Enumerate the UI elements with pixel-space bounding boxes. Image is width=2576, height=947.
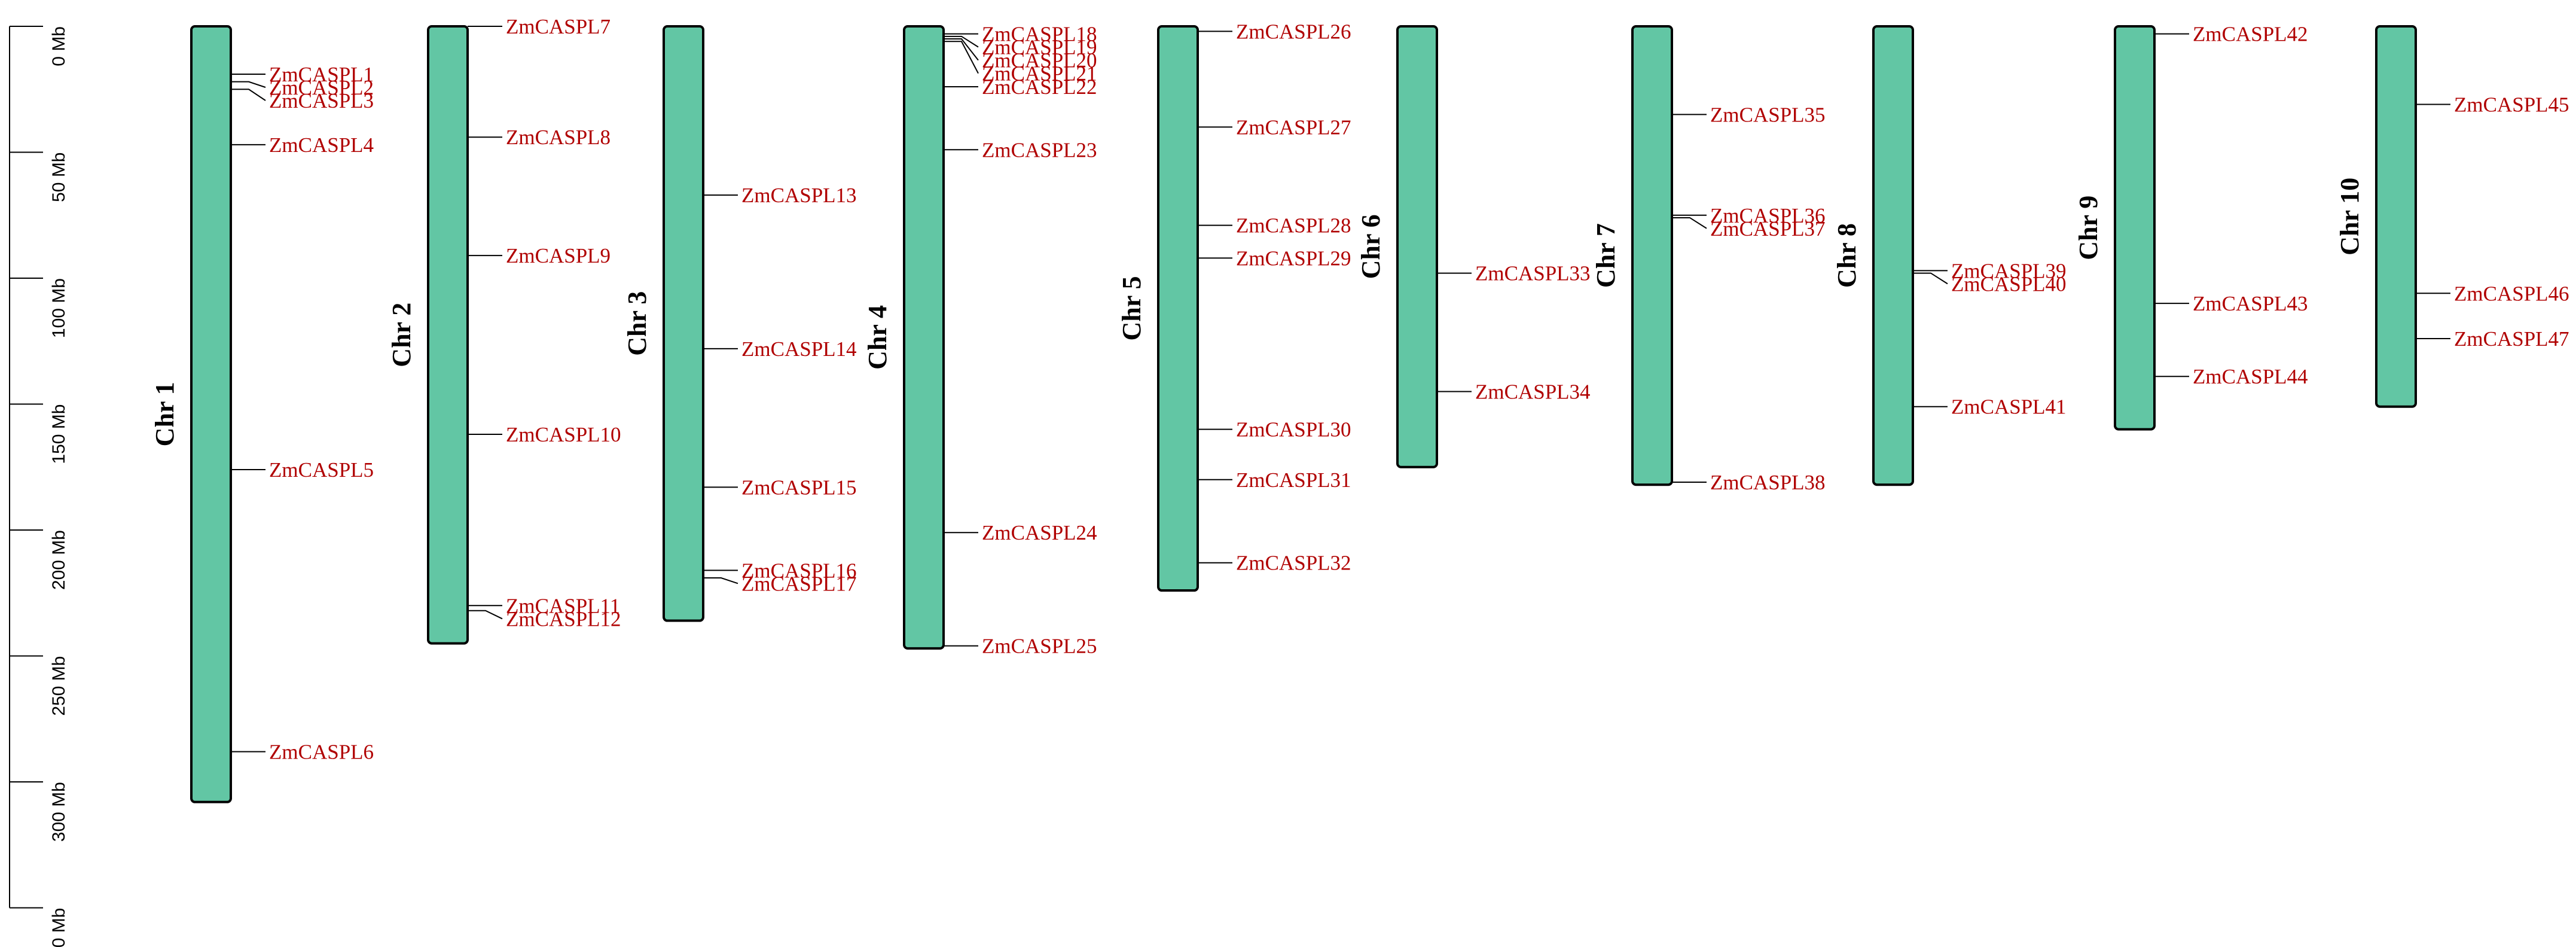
chromosome-label: Chr 2	[387, 303, 416, 367]
gene-label: ZmCASPL39	[1951, 259, 2067, 282]
gene-label: ZmCASPL21	[982, 62, 1097, 86]
gene-label: ZmCASPL6	[269, 740, 374, 763]
gene-label: ZmCASPL46	[2454, 282, 2569, 305]
gene-label: ZmCASPL7	[506, 15, 611, 38]
gene-label: ZmCASPL45	[2454, 93, 2569, 117]
gene-label: ZmCASPL33	[1475, 262, 1591, 285]
chromosome-label: Chr 7	[1591, 223, 1620, 288]
gene-label: ZmCASPL13	[741, 184, 857, 207]
gene-label: ZmCASPL17	[741, 572, 857, 595]
chromosome-7: Chr 7 ZmCASPL35ZmCASPL36ZmCASPL37ZmCASPL3…	[1591, 25, 1826, 494]
gene-link-line	[944, 41, 979, 74]
chromosome-5: Chr 5 ZmCASPL26ZmCASPL27ZmCASPL28ZmCASPL2…	[1117, 20, 1351, 592]
axis-tick-label: 150 Mb	[49, 404, 69, 464]
chromosome-bar	[2375, 25, 2417, 408]
gene-label: ZmCASPL1	[269, 63, 374, 86]
gene-label: ZmCASPL10	[506, 423, 621, 446]
gene-label: ZmCASPL32	[1236, 552, 1351, 575]
gene-label: ZmCASPL26	[1236, 20, 1351, 43]
gene-label: ZmCASPL40	[1951, 272, 2067, 296]
chromosomes: Chr 1ZmCASPL1ZmCASPL2ZmCASPL3ZmCASPL4ZmC…	[150, 15, 2569, 803]
gene-label: ZmCASPL22	[982, 75, 1097, 99]
gene-label: ZmCASPL15	[741, 476, 857, 499]
gene-label: ZmCASPL11	[506, 594, 620, 617]
chromosome-2: Chr 2 ZmCASPL7ZmCASPL8ZmCASPL9ZmCASPL10Zm…	[387, 15, 621, 645]
gene-label: ZmCASPL5	[269, 458, 374, 482]
gene-label: ZmCASPL36	[1710, 204, 1826, 227]
gene-label: ZmCASPL44	[2193, 365, 2308, 388]
gene-link-line	[944, 38, 979, 61]
gene-label: ZmCASPL35	[1710, 103, 1826, 126]
gene-link-line	[1913, 272, 1948, 285]
chromosome-1: Chr 1 ZmCASPL1ZmCASPL2ZmCASPL3ZmCASPL4ZmC…	[150, 25, 374, 803]
chromosome-label: Chr 4	[863, 305, 892, 370]
gene-label: ZmCASPL14	[741, 337, 857, 361]
gene-label: ZmCASPL41	[1951, 395, 2067, 419]
gene-label: ZmCASPL24	[982, 521, 1097, 544]
gene-label: ZmCASPL16	[741, 559, 857, 582]
chromosome-label: Chr 6	[1356, 214, 1385, 279]
axis-tick-label: 250 Mb	[49, 656, 69, 716]
gene-label: ZmCASPL43	[2193, 292, 2308, 315]
axis-tick-label: 100 Mb	[49, 278, 69, 338]
gene-label: ZmCASPL38	[1710, 471, 1826, 494]
chromosome-label: Chr 3	[622, 291, 652, 356]
gene-label: ZmCASPL3	[269, 89, 374, 112]
gene-link-line	[944, 35, 979, 48]
axis-tick-label: 200 Mb	[49, 530, 69, 590]
gene-label: ZmCASPL20	[982, 49, 1097, 72]
gene-link-line	[468, 610, 503, 620]
chromosome-label: Chr 1	[150, 382, 179, 446]
gene-label: ZmCASPL8	[506, 126, 611, 149]
gene-label: ZmCASPL28	[1236, 214, 1351, 237]
chromosome-label: Chr 8	[1832, 223, 1861, 288]
gene-label: ZmCASPL2	[269, 76, 374, 99]
chromosome-label: Chr 5	[1117, 276, 1146, 341]
gene-label: ZmCASPL18	[982, 23, 1097, 46]
gene-label: ZmCASPL30	[1236, 418, 1351, 441]
chromosome-bar	[2114, 25, 2156, 431]
chromosome-label: Chr 10	[2335, 178, 2364, 255]
chromosome-4: Chr 4ZmCASPL18ZmCASPL19ZmCASPL20ZmCASPL2…	[863, 23, 1097, 658]
gene-label: ZmCASPL27	[1236, 115, 1351, 139]
gene-label: ZmCASPL47	[2454, 327, 2569, 351]
chromosome-bar	[1396, 25, 1438, 468]
gene-label: ZmCASPL42	[2193, 23, 2308, 46]
gene-label: ZmCASPL29	[1236, 246, 1351, 270]
gene-label: ZmCASPL12	[506, 607, 621, 631]
gene-link-line	[703, 577, 738, 584]
gene-label: ZmCASPL23	[982, 138, 1097, 162]
gene-label: ZmCASPL31	[1236, 468, 1351, 492]
chromosome-bar	[1872, 25, 1914, 486]
chromosome-bar	[427, 25, 469, 645]
axis-tick-label: 0 Mb	[49, 26, 69, 66]
axis-tick-label: 300 Mb	[49, 782, 69, 842]
gene-link-line	[1672, 217, 1707, 229]
gene-label: ZmCASPL19	[982, 36, 1097, 59]
chromosome-3: Chr 3 ZmCASPL13ZmCASPL14ZmCASPL15ZmCASPL1…	[622, 25, 857, 622]
gene-label: ZmCASPL4	[269, 133, 374, 157]
scale-axis: 0 Mb 50 Mb 100 Mb 150 Mb 200 Mb 250 Mb 300 Mb 3…	[9, 26, 69, 947]
chromosome-bar	[190, 25, 232, 803]
chromosome-bar	[663, 25, 704, 622]
chromosome-label: Chr 9	[2074, 196, 2103, 260]
gene-label: ZmCASPL37	[1710, 217, 1826, 240]
gene-label: ZmCASPL25	[982, 635, 1097, 658]
axis-tick-label: 50 Mb	[49, 153, 69, 202]
gene-label: ZmCASPL34	[1475, 380, 1591, 403]
chromosome-bar	[1157, 25, 1199, 592]
chromosome-bar	[1631, 25, 1673, 486]
axis-tick-label: 350 Mb	[49, 908, 69, 947]
gene-link-line	[231, 89, 266, 101]
gene-label: ZmCASPL9	[506, 244, 611, 267]
gene-link-line	[231, 81, 266, 88]
chromosome-bar	[903, 25, 945, 650]
